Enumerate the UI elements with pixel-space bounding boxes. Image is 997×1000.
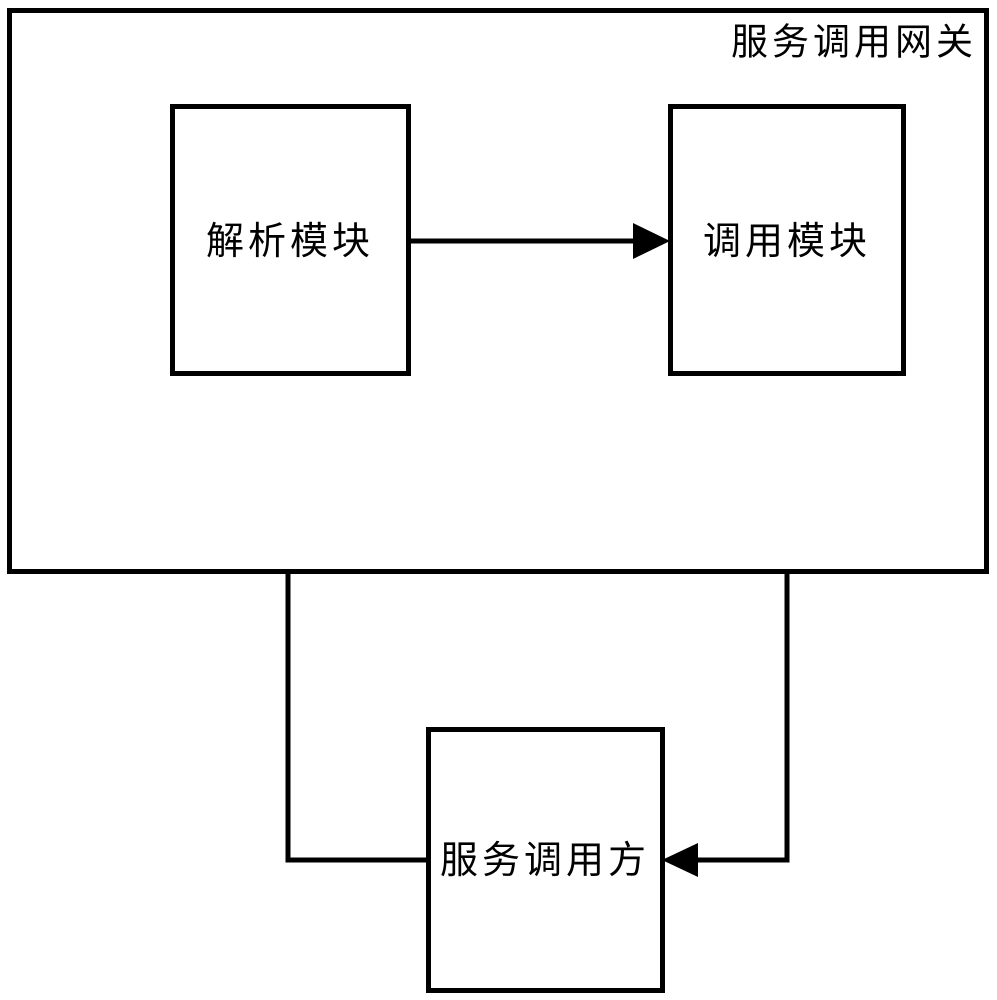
parse-module-box[interactable] <box>170 104 411 376</box>
node-parse-module[interactable]: 解析模块 <box>170 104 411 376</box>
service-caller-label: 服务调用方 <box>440 838 650 882</box>
edge-parse-to-invoke-arrowhead <box>633 223 670 259</box>
edge-parse-to-invoke <box>408 223 670 259</box>
parse-module-label: 解析模块 <box>206 219 374 263</box>
invoke-module-box[interactable] <box>668 104 906 376</box>
node-invoke-module[interactable]: 调用模块 <box>668 104 906 376</box>
gateway-title: 服务调用网关 <box>731 21 977 64</box>
invoke-module-label: 调用模块 <box>703 219 871 263</box>
edge-invoke-to-caller-arrowhead <box>662 843 698 877</box>
service-caller-box[interactable] <box>426 727 665 993</box>
node-service-caller[interactable]: 服务调用方 <box>426 727 665 993</box>
